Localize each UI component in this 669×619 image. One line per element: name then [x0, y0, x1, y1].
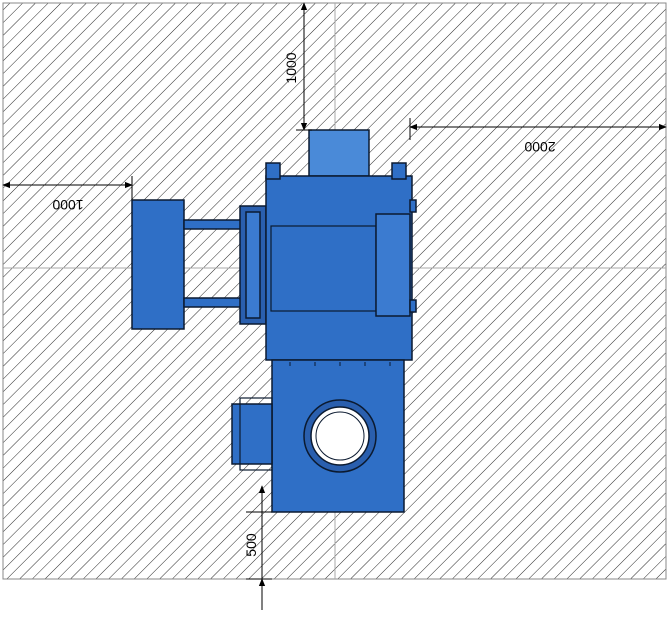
inner-frame — [270, 225, 377, 312]
dim-bottom — [246, 485, 272, 610]
viewport-window — [315, 411, 365, 461]
right-pin-top — [409, 199, 417, 213]
side-port-flange — [239, 397, 273, 471]
right-housing — [375, 213, 411, 317]
bolt-row — [289, 362, 391, 366]
corner-lug-right — [391, 162, 407, 180]
top-nozzle-box — [308, 129, 370, 177]
side-port — [231, 403, 273, 465]
dim-left — [2, 176, 133, 200]
dim-left-label: 1000 — [52, 197, 83, 213]
rail-bracket-inner — [245, 211, 261, 319]
left-motor-block — [131, 199, 185, 330]
dim-right — [409, 118, 667, 140]
dim-bottom-label: 500 — [243, 533, 259, 557]
corner-lug-left — [265, 162, 281, 180]
dim-top — [296, 2, 312, 131]
equipment-top-view — [131, 129, 417, 513]
dim-right-label: 2000 — [524, 139, 555, 155]
dim-top-label: 1000 — [283, 52, 299, 83]
right-pin-bottom — [409, 299, 417, 313]
